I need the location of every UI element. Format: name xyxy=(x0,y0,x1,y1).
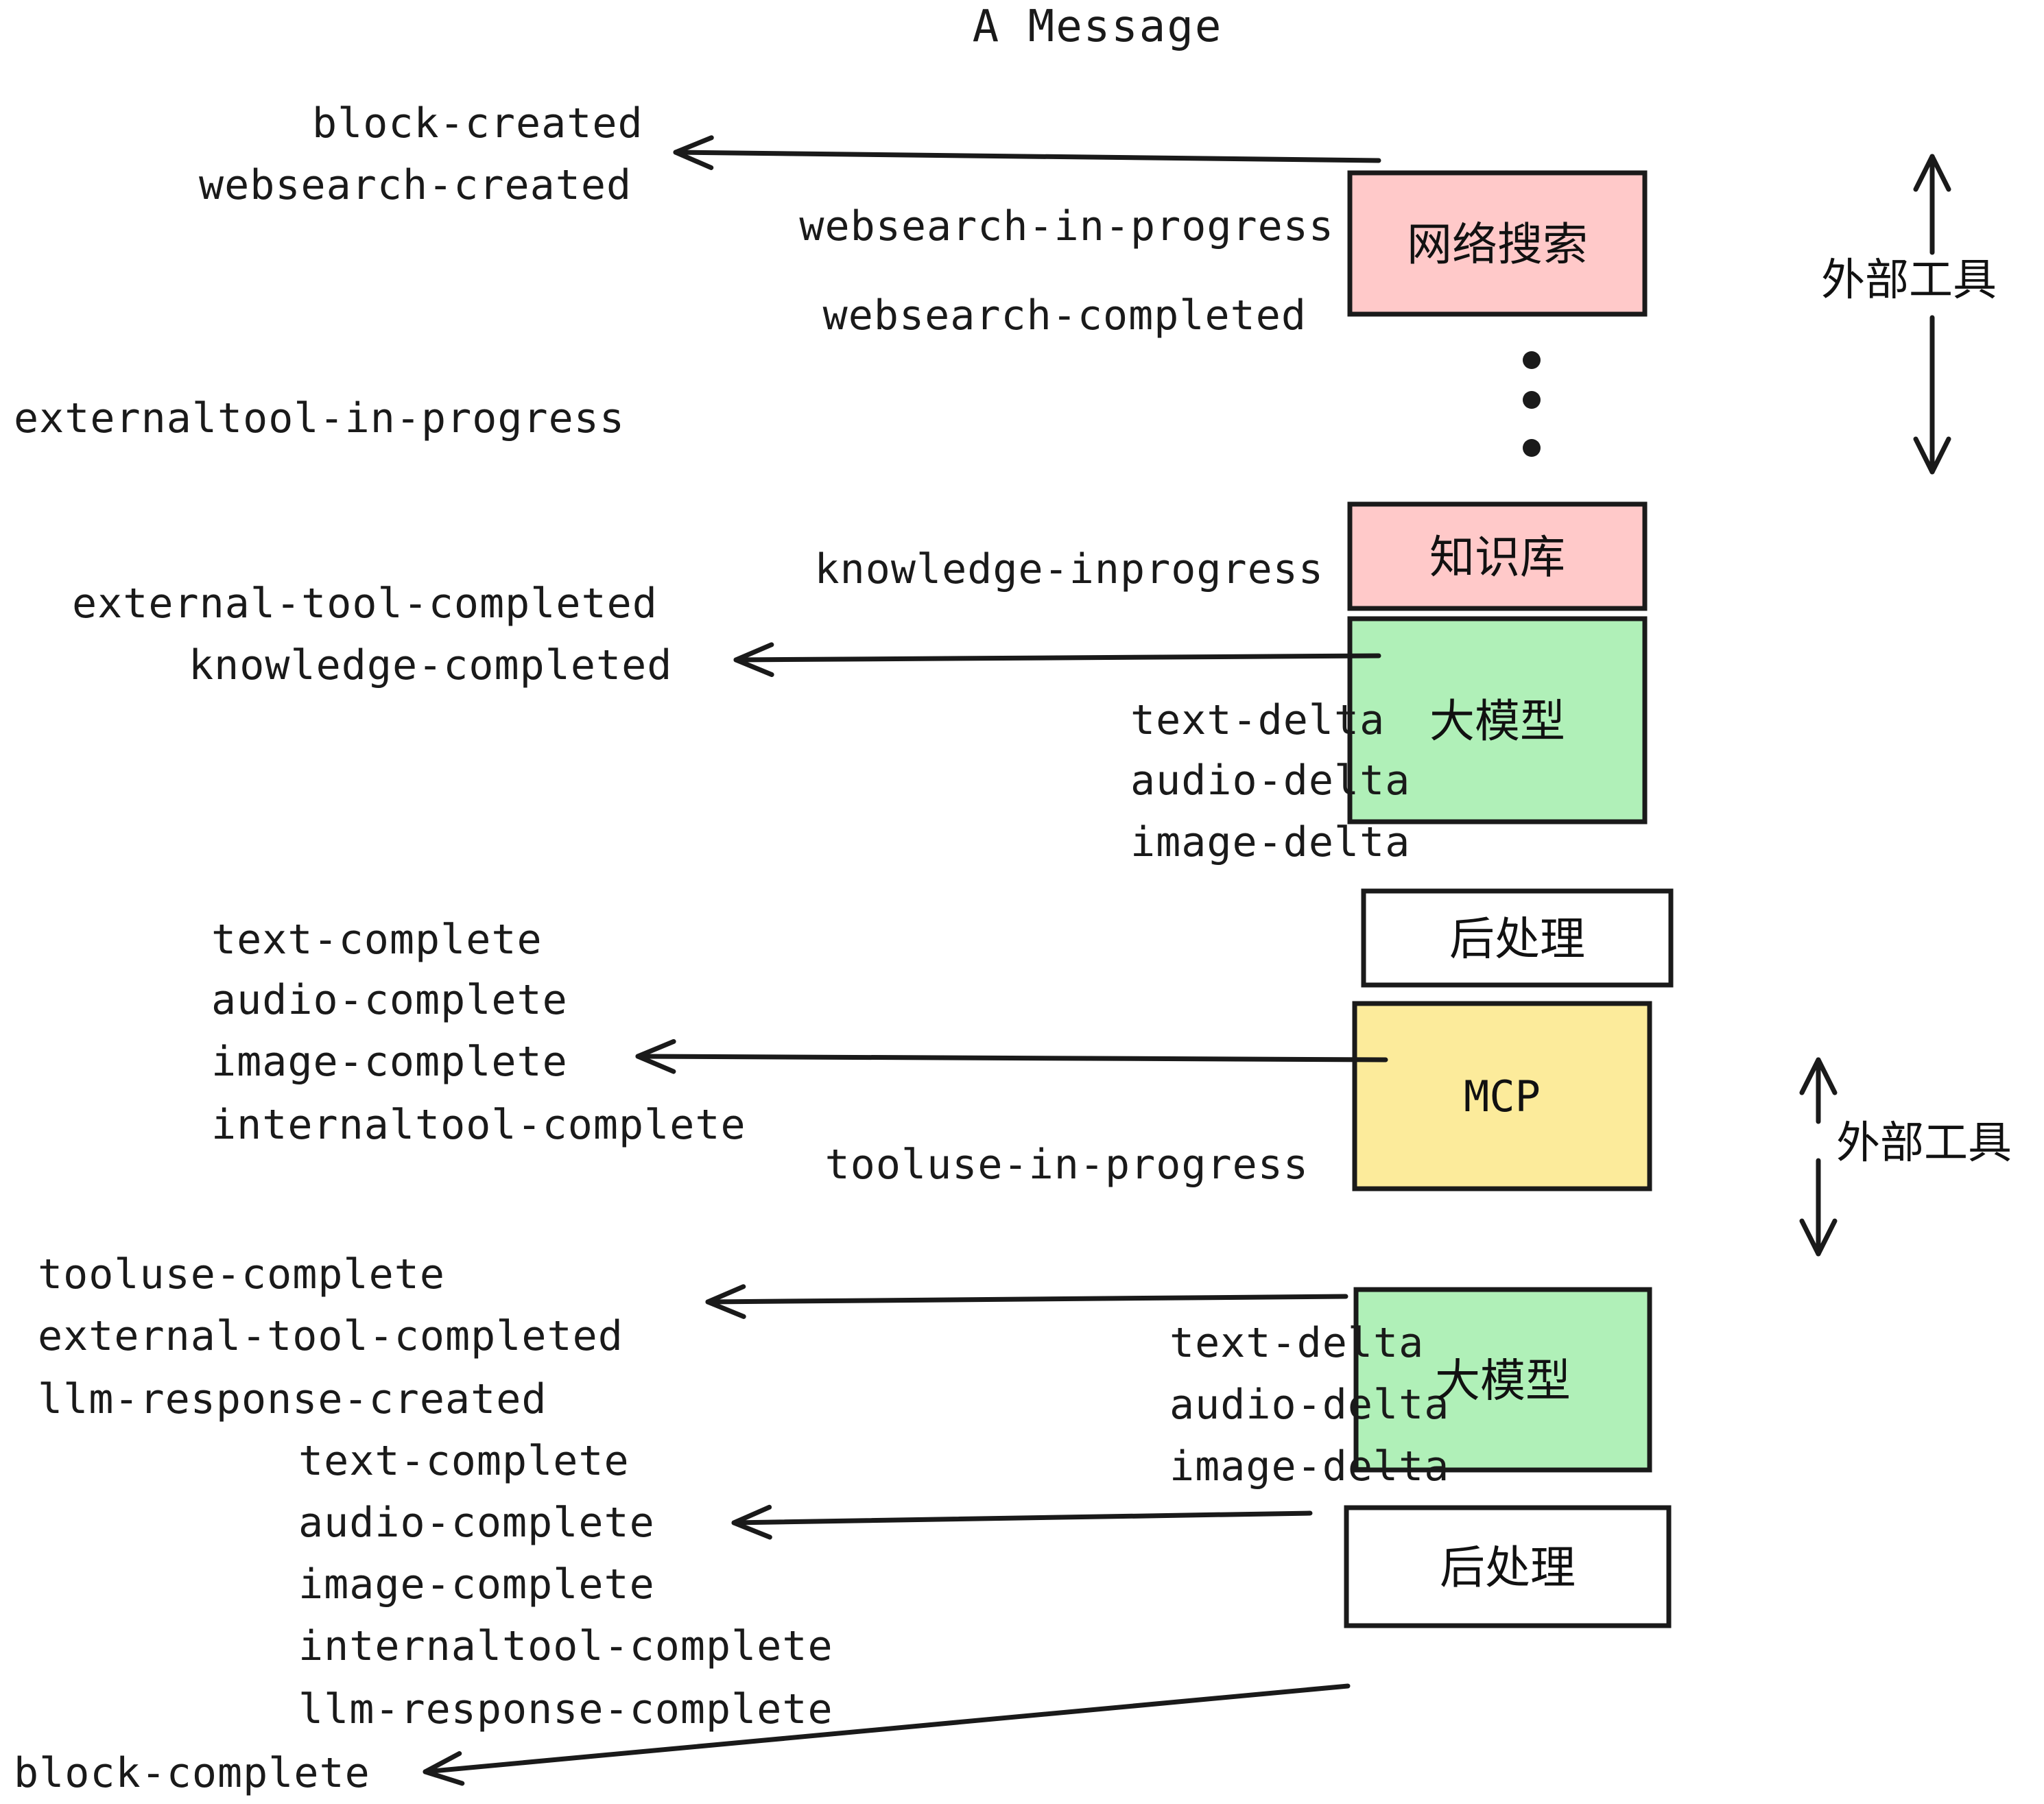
side-label-external-tools-1: 外部工具 xyxy=(1821,255,1997,306)
box-label-llm-2: 大模型 xyxy=(1435,1355,1571,1408)
event-label-left-7: audio-complete xyxy=(211,976,568,1024)
box-postprocess-1[interactable] xyxy=(1361,888,1674,988)
box-label-llm-1: 大模型 xyxy=(1429,695,1565,748)
event-label-left-6: text-complete xyxy=(211,916,543,964)
event-label-left-15: image-complete xyxy=(298,1560,655,1609)
side-arrow-up-2 xyxy=(1799,1057,1838,1124)
arrow-tooluse-complete xyxy=(705,1284,1348,1319)
ellipsis-dots xyxy=(1523,351,1541,457)
arrow-audio-complete xyxy=(731,1504,1313,1540)
event-label-left-16: internaltool-complete xyxy=(298,1622,833,1670)
event-label-right-3: knowledge-inprogress xyxy=(815,545,1324,593)
box-llm-1[interactable] xyxy=(1347,616,1648,824)
box-label-postprocess-2: 后处理 xyxy=(1440,1541,1576,1594)
event-label-right-2: websearch-completed xyxy=(823,292,1307,340)
event-label-left-12: llm-response-created xyxy=(38,1375,547,1423)
arrow-block-created xyxy=(673,135,1381,170)
event-label-right-8: text-delta xyxy=(1169,1319,1424,1367)
box-group xyxy=(1344,170,1674,1628)
side-label-external-tools-2: 外部工具 xyxy=(1836,1118,2012,1169)
right-event-labels: websearch-in-progress websearch-completed… xyxy=(799,202,1449,1491)
ellipsis-dot-2 xyxy=(1523,391,1541,409)
event-label-left-17: llm-response-complete xyxy=(298,1685,833,1733)
event-label-left-1: block-created xyxy=(312,99,643,147)
side-arrow-group xyxy=(1799,154,1951,1257)
box-label-websearch: 网络搜索 xyxy=(1407,218,1588,271)
event-label-right-10: image-delta xyxy=(1169,1443,1449,1491)
side-arrow-down-1 xyxy=(1913,315,1951,475)
event-label-right-5: audio-delta xyxy=(1130,757,1410,805)
box-mcp[interactable] xyxy=(1352,1001,1652,1191)
event-label-left-2: websearch-created xyxy=(199,161,632,209)
event-label-left-18: block-complete xyxy=(14,1749,370,1797)
page-title: A Message xyxy=(973,1,1223,52)
event-label-left-3: externaltool-in-progress xyxy=(14,394,625,442)
ellipsis-dot-3 xyxy=(1523,439,1541,457)
event-label-left-9: internaltool-complete xyxy=(211,1101,746,1149)
box-label-postprocess-1: 后处理 xyxy=(1449,913,1585,966)
arrow-knowledge-completed xyxy=(733,642,1381,678)
event-label-right-7: tooluse-in-progress xyxy=(825,1141,1309,1189)
event-label-left-10: tooluse-complete xyxy=(38,1250,445,1298)
event-label-left-11: external-tool-completed xyxy=(38,1312,623,1360)
box-postprocess-2[interactable] xyxy=(1344,1505,1672,1628)
box-label-knowledge: 知识库 xyxy=(1429,531,1565,584)
event-label-right-6: image-delta xyxy=(1130,818,1410,866)
box-label-mcp: MCP xyxy=(1464,1071,1541,1121)
arrow-image-complete xyxy=(635,1039,1388,1074)
event-label-left-14: audio-complete xyxy=(298,1499,655,1547)
event-label-left-13: text-complete xyxy=(298,1437,630,1485)
event-label-left-4: external-tool-completed xyxy=(72,580,658,628)
box-knowledge[interactable] xyxy=(1347,501,1648,611)
box-websearch[interactable] xyxy=(1347,170,1648,317)
side-arrow-up-1 xyxy=(1913,154,1951,255)
ellipsis-dot-1 xyxy=(1523,351,1541,369)
side-arrow-down-2 xyxy=(1799,1158,1838,1257)
left-event-labels: block-created websearch-created externalto… xyxy=(14,99,833,1797)
arrow-block-complete xyxy=(423,1683,1351,1786)
event-label-left-8: image-complete xyxy=(211,1038,568,1086)
event-label-right-1: websearch-in-progress xyxy=(799,202,1334,250)
event-label-left-5: knowledge-completed xyxy=(189,641,672,689)
box-llm-2[interactable] xyxy=(1353,1287,1652,1473)
event-label-right-4: text-delta xyxy=(1130,696,1385,744)
event-label-right-9: audio-delta xyxy=(1169,1381,1449,1429)
arrow-group xyxy=(423,135,1388,1786)
